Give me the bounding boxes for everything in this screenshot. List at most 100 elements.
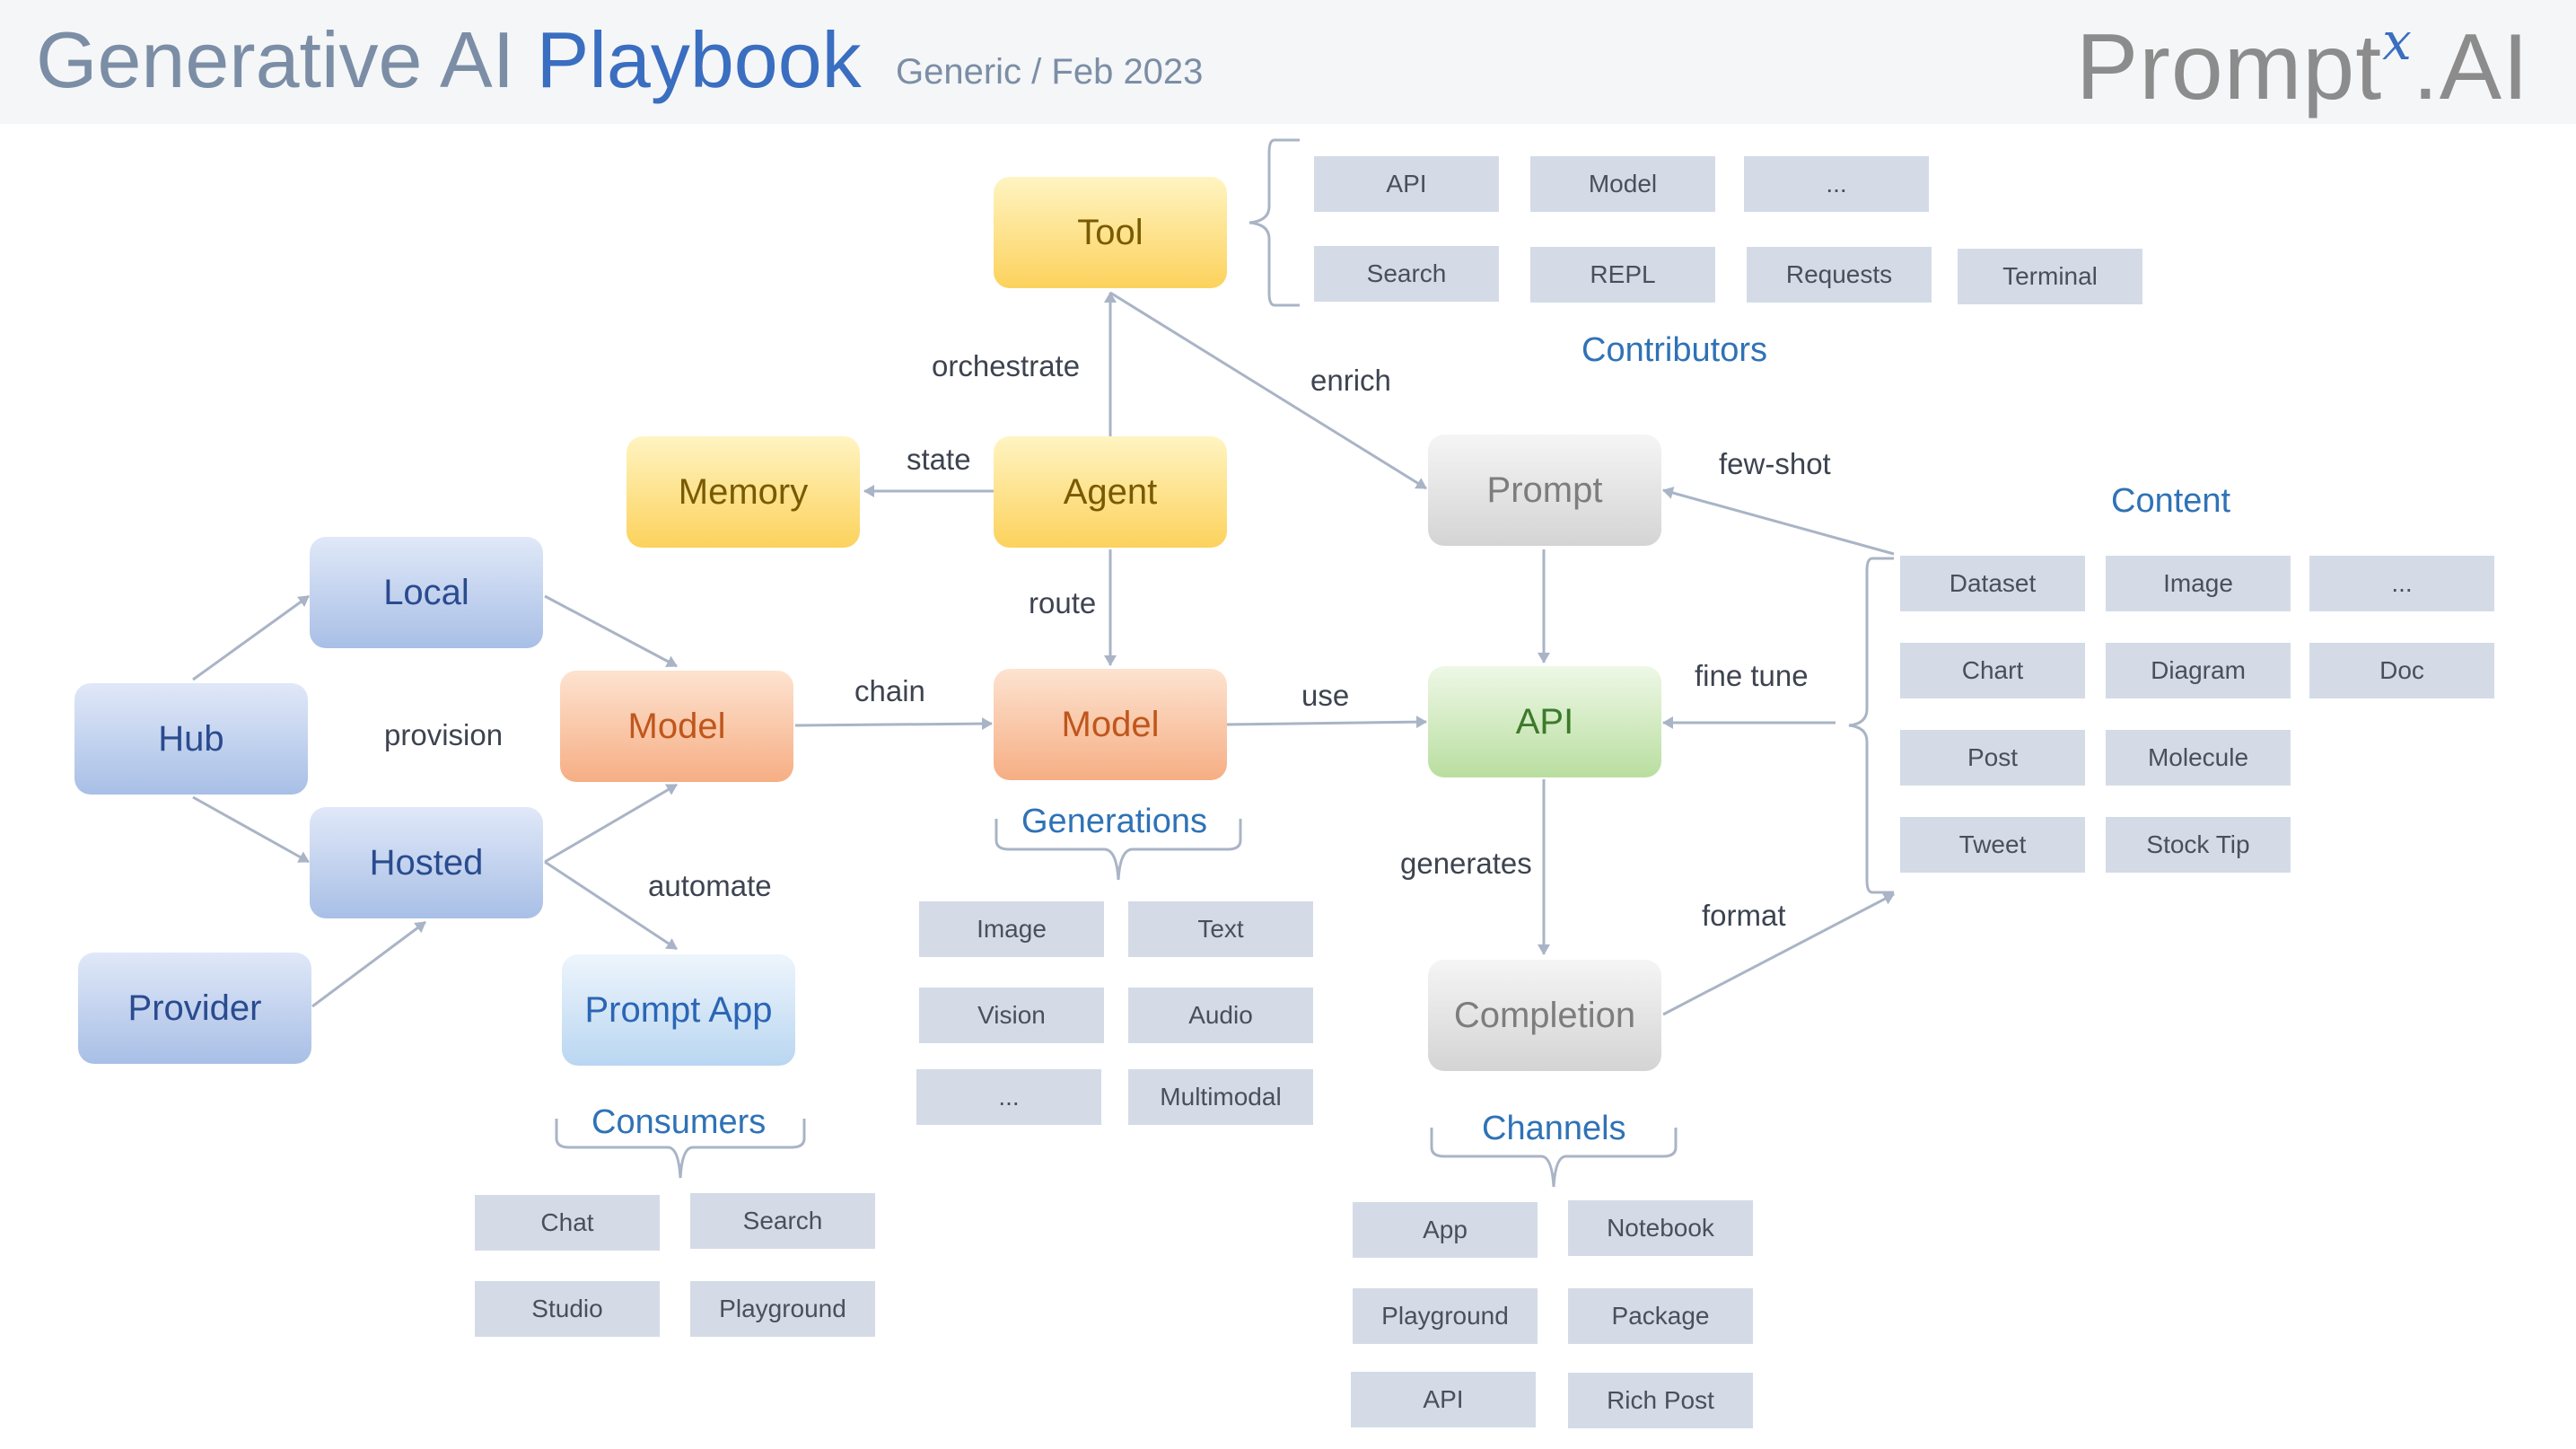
content-pill[interactable]: Doc	[2309, 643, 2494, 698]
generations-pill[interactable]: Image	[919, 901, 1104, 957]
edge-local-model	[544, 594, 678, 668]
channels-pill[interactable]: Rich Post	[1568, 1373, 1753, 1428]
group-label-generations: Generations	[1021, 803, 1208, 840]
contributors-pill[interactable]: Terminal	[1958, 249, 2142, 304]
edge-label-format: format	[1702, 899, 1786, 932]
edge-label-route: route	[1029, 586, 1097, 619]
edge-model-api	[1226, 716, 1427, 729]
edge-hosted-promptapp	[544, 860, 678, 951]
generations-pill[interactable]: ...	[916, 1069, 1101, 1125]
channels-pill[interactable]: Playground	[1353, 1288, 1538, 1344]
node-prompt-app-label: Prompt App	[584, 989, 773, 1030]
node-memory[interactable]: Memory	[626, 436, 860, 548]
node-hosted[interactable]: Hosted	[310, 807, 543, 918]
group-label-channels: Channels	[1482, 1110, 1626, 1147]
logo-suffix: AI	[2439, 15, 2529, 119]
brace-content	[1848, 557, 1894, 894]
edge-content-prompt	[1662, 487, 1895, 556]
contributors-pill[interactable]: API	[1314, 156, 1499, 212]
node-prompt[interactable]: Prompt	[1428, 435, 1661, 546]
group-label-consumers: Consumers	[591, 1103, 767, 1141]
node-agent[interactable]: Agent	[994, 436, 1227, 548]
consumers-pill[interactable]: Search	[690, 1193, 875, 1249]
consumers-pill[interactable]: Playground	[690, 1281, 875, 1337]
node-agent-label: Agent	[1063, 471, 1158, 512]
channels-pill[interactable]: Notebook	[1568, 1200, 1753, 1256]
logo-text: Prompt	[2075, 15, 2383, 119]
edge-completion-content	[1662, 892, 1895, 1016]
node-model-left-label: Model	[627, 706, 726, 746]
channels-pill[interactable]: API	[1351, 1372, 1536, 1427]
edge-label-provision: provision	[384, 718, 504, 751]
edge-label-use: use	[1301, 679, 1350, 712]
generations-pill[interactable]: Vision	[919, 988, 1104, 1043]
contributors-pill[interactable]: Model	[1530, 156, 1715, 212]
group-label-content: Content	[2111, 482, 2231, 520]
edge-label-orchestrate: orchestrate	[932, 349, 1081, 382]
edge-model-chain	[794, 717, 993, 731]
content-pill[interactable]: Tweet	[1900, 817, 2085, 873]
node-hub-label: Hub	[158, 718, 224, 759]
node-local-label: Local	[383, 572, 469, 612]
edge-label-chain: chain	[854, 674, 925, 707]
content-pill[interactable]: ...	[2309, 556, 2494, 611]
brace-consumers	[555, 1119, 806, 1179]
node-api-label: API	[1515, 701, 1574, 742]
logo-superscript: x	[2382, 11, 2413, 73]
brace-generations	[994, 819, 1242, 881]
contributors-pill[interactable]: Requests	[1747, 247, 1932, 303]
generations-pill[interactable]: Multimodal	[1128, 1069, 1313, 1125]
edge-label-fine-tune: fine tune	[1695, 659, 1809, 692]
brand-logo: Promptx.AI	[2075, 11, 2529, 121]
content-pill[interactable]: Molecule	[2106, 730, 2291, 786]
content-pill[interactable]: Diagram	[2106, 643, 2291, 698]
consumers-pill[interactable]: Chat	[475, 1195, 660, 1251]
title-prefix: Generative AI	[36, 15, 537, 104]
edge-hosted-model	[544, 783, 678, 864]
channels-pill[interactable]: Package	[1568, 1288, 1753, 1344]
node-completion[interactable]: Completion	[1428, 960, 1661, 1071]
edge-label-automate: automate	[648, 869, 772, 902]
node-provider-label: Provider	[127, 988, 262, 1028]
node-hosted-label: Hosted	[369, 842, 484, 883]
contributors-pill[interactable]: ...	[1744, 156, 1929, 212]
node-model-center-label: Model	[1061, 704, 1160, 744]
generations-pill[interactable]: Audio	[1128, 988, 1313, 1043]
contributors-pill[interactable]: Search	[1314, 246, 1499, 302]
node-tool-label: Tool	[1077, 212, 1143, 252]
channels-pill[interactable]: App	[1353, 1202, 1538, 1258]
node-prompt-label: Prompt	[1486, 470, 1603, 510]
node-api[interactable]: API	[1428, 666, 1661, 777]
logo-dot: .	[2412, 15, 2440, 119]
group-label-contributors: Contributors	[1582, 331, 1767, 369]
edge-label-state: state	[907, 443, 971, 476]
brace-channels	[1430, 1128, 1678, 1188]
edge-tool-prompt	[1109, 291, 1427, 490]
node-tool[interactable]: Tool	[994, 177, 1227, 288]
title-accent: Playbook	[536, 15, 862, 104]
node-local[interactable]: Local	[310, 537, 543, 648]
page-subtitle: Generic / Feb 2023	[896, 52, 1204, 92]
edge-hub-hosted	[192, 795, 310, 864]
node-hub[interactable]: Hub	[74, 683, 308, 795]
generations-pill[interactable]: Text	[1128, 901, 1313, 957]
header-bar: Generative AI Playbook Generic / Feb 202…	[0, 0, 2576, 124]
consumers-pill[interactable]: Studio	[475, 1281, 660, 1337]
edge-provider-hosted	[311, 920, 426, 1008]
node-memory-label: Memory	[678, 471, 809, 512]
content-pill[interactable]: Chart	[1900, 643, 2085, 698]
content-pill[interactable]: Dataset	[1900, 556, 2085, 611]
node-provider[interactable]: Provider	[78, 953, 311, 1064]
node-prompt-app[interactable]: Prompt App	[562, 954, 795, 1066]
edge-label-enrich: enrich	[1310, 364, 1391, 397]
node-completion-label: Completion	[1453, 995, 1636, 1035]
node-model-left[interactable]: Model	[560, 671, 793, 782]
contributors-pill[interactable]: REPL	[1530, 247, 1715, 303]
content-pill[interactable]: Post	[1900, 730, 2085, 786]
edge-label-generates: generates	[1400, 847, 1532, 880]
content-pill[interactable]: Image	[2106, 556, 2291, 611]
page-title: Generative AI Playbook	[36, 14, 862, 106]
content-pill[interactable]: Stock Tip	[2106, 817, 2291, 873]
node-model-center[interactable]: Model	[994, 669, 1227, 780]
